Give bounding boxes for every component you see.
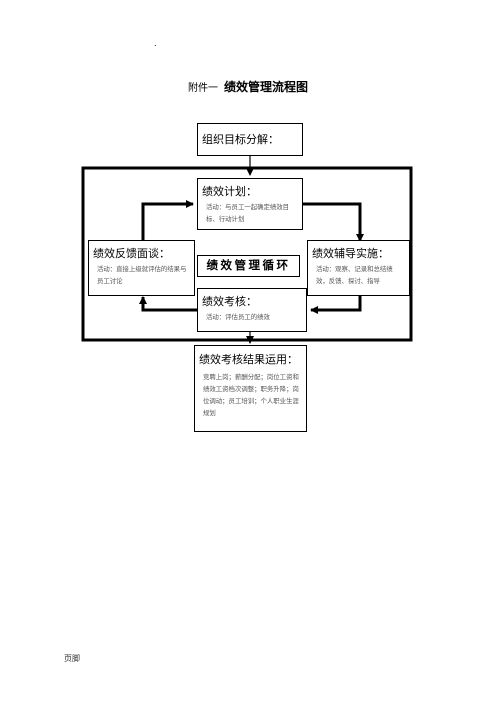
feedback-box: 绩效反馈面谈： 活动：直接上级就评估的结果与员工讨论	[88, 240, 195, 296]
plan-title: 绩效计划：	[202, 185, 257, 198]
feedback-title: 绩效反馈面谈：	[93, 247, 170, 260]
arrow-feedback-to-plan	[141, 200, 194, 240]
coaching-body: 活动：观察、记录和总结绩效，反馈、探讨、指导	[316, 265, 393, 285]
coaching-title: 绩效辅导实施：	[312, 247, 389, 260]
arrow-plan-to-coaching	[303, 202, 364, 242]
stray-dot: .	[154, 39, 157, 48]
org-goal-box: 组织目标分解：	[197, 123, 303, 156]
results-box: 绩效考核结果运用： 竞聘上岗；薪酬分配；岗位工资和绩效工资档次调整；职务升降；岗…	[194, 345, 307, 432]
plan-box: 绩效计划： 活动：与员工一起确定绩效目标、行动计划	[197, 178, 303, 230]
review-body: 活动：评估员工的绩效	[206, 313, 270, 321]
arrow-coaching-to-review	[310, 296, 362, 314]
page-footer: 页脚	[64, 654, 80, 663]
results-title: 绩效考核结果运用：	[199, 353, 298, 366]
arrow-review-to-feedback	[139, 296, 198, 312]
cycle-center-label: 绩效管理循环	[197, 255, 300, 277]
title-prefix: 附件一	[187, 83, 218, 94]
document-title: 附件一绩效管理流程图	[0, 78, 496, 95]
coaching-box: 绩效辅导实施： 活动：观察、记录和总结绩效，反馈、探讨、指导	[307, 240, 410, 296]
org-goal-title: 组织目标分解：	[202, 133, 279, 146]
review-box: 绩效考核： 活动：评估员工的绩效	[197, 288, 307, 332]
title-main: 绩效管理流程图	[223, 80, 308, 94]
plan-body: 活动：与员工一起确定绩效目标、行动计划	[206, 203, 290, 223]
review-title: 绩效考核：	[202, 295, 257, 308]
feedback-body: 活动：直接上级就评估的结果与员工讨论	[97, 265, 187, 285]
results-body: 竞聘上岗；薪酬分配；岗位工资和绩效工资档次调整；职务升降；岗位调动；员工培训；个…	[203, 373, 299, 417]
